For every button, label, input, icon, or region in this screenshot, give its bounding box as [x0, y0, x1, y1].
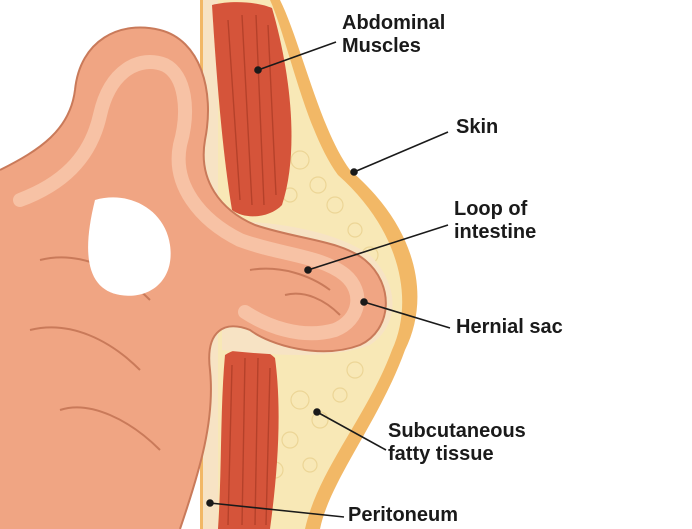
label-skin: Skin [456, 116, 498, 139]
label-loop-of-intestine: Loop of intestine [454, 198, 536, 244]
label-abdominal-muscles: Abdominal Muscles [342, 12, 445, 58]
label-hernial-sac: Hernial sac [456, 316, 563, 339]
leader-skin [354, 132, 448, 172]
label-peritoneum: Peritoneum [348, 504, 458, 527]
label-subcutaneous-fatty-tissue: Subcutaneous fatty tissue [388, 420, 526, 466]
